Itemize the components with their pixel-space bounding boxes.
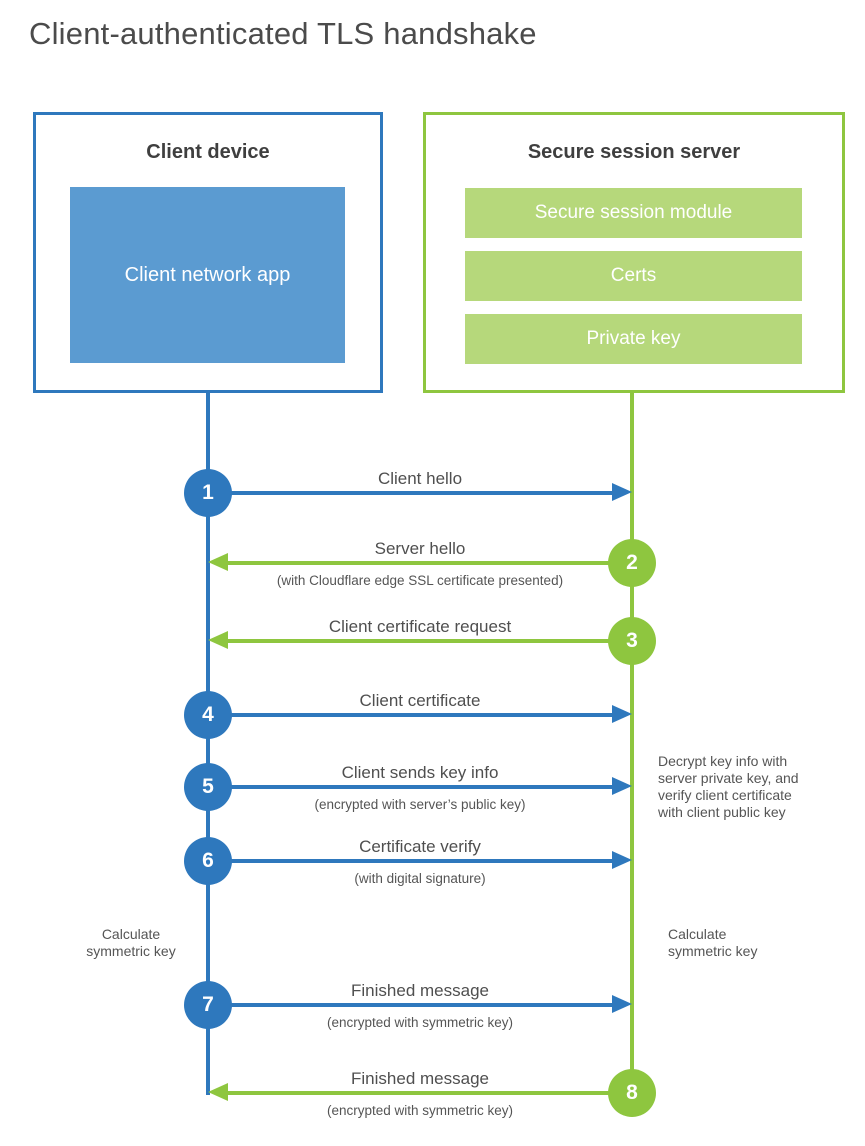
step-label: Certificate verify bbox=[359, 837, 481, 856]
step-number-badge: 7 bbox=[184, 981, 232, 1029]
step-sublabel: (with digital signature) bbox=[354, 871, 486, 886]
step-number-badge: 6 bbox=[184, 837, 232, 885]
step-sublabel: (encrypted with server’s public key) bbox=[314, 797, 526, 812]
note-decrypt-key-info: Decrypt key info with server private key… bbox=[658, 753, 799, 820]
arrow-left-icon bbox=[208, 631, 228, 649]
client-device-title: Client device bbox=[146, 141, 270, 163]
step-number-badge: 2 bbox=[608, 539, 656, 587]
arrow-left-icon bbox=[208, 1083, 228, 1101]
step-arrow-line bbox=[208, 859, 612, 863]
note-calculate-symmetric-key-client: Calculate symmetric key bbox=[86, 926, 176, 959]
server-module-secure-session: Secure session module bbox=[465, 188, 802, 238]
step-number-badge: 1 bbox=[184, 469, 232, 517]
step-label: Client sends key info bbox=[341, 763, 499, 782]
step-arrow-line bbox=[208, 491, 612, 495]
step-label: Finished message bbox=[351, 981, 489, 1000]
step-arrow-line bbox=[228, 561, 632, 565]
arrow-right-icon bbox=[612, 705, 632, 723]
client-device-box: Client device Client network app bbox=[33, 112, 383, 393]
step-number-badge: 5 bbox=[184, 763, 232, 811]
step-label: Finished message bbox=[351, 1069, 489, 1088]
arrow-right-icon bbox=[612, 995, 632, 1013]
arrow-right-icon bbox=[612, 777, 632, 795]
client-lifeline bbox=[206, 393, 210, 1095]
client-network-app-module: Client network app bbox=[70, 187, 345, 363]
step-arrow-line bbox=[208, 785, 612, 789]
step-label: Client hello bbox=[377, 469, 463, 488]
step-label: Server hello bbox=[374, 539, 466, 558]
server-lifeline bbox=[630, 393, 634, 1093]
step-arrow-line bbox=[228, 1091, 632, 1095]
secure-session-server-title: Secure session server bbox=[527, 141, 741, 163]
step-arrow-line bbox=[208, 1003, 612, 1007]
step-sublabel: (encrypted with symmetric key) bbox=[326, 1103, 514, 1118]
arrow-right-icon bbox=[612, 483, 632, 501]
step-sublabel: (with Cloudflare edge SSL certificate pr… bbox=[276, 573, 564, 588]
server-module-certs: Certs bbox=[465, 251, 802, 301]
secure-session-server-box: Secure session server Secure session mod… bbox=[423, 112, 845, 393]
step-arrow-line bbox=[228, 639, 632, 643]
step-number-badge: 8 bbox=[608, 1069, 656, 1117]
arrow-left-icon bbox=[208, 553, 228, 571]
step-sublabel: (encrypted with symmetric key) bbox=[326, 1015, 514, 1030]
step-number-badge: 4 bbox=[184, 691, 232, 739]
step-label: Client certificate request bbox=[328, 617, 512, 636]
arrow-right-icon bbox=[612, 851, 632, 869]
step-arrow-line bbox=[208, 713, 612, 717]
step-label: Client certificate bbox=[359, 691, 481, 710]
step-number-badge: 3 bbox=[608, 617, 656, 665]
server-module-private-key: Private key bbox=[465, 314, 802, 364]
page-title: Client-authenticated TLS handshake bbox=[29, 16, 537, 51]
note-calculate-symmetric-key-server: Calculate symmetric key bbox=[668, 926, 758, 959]
